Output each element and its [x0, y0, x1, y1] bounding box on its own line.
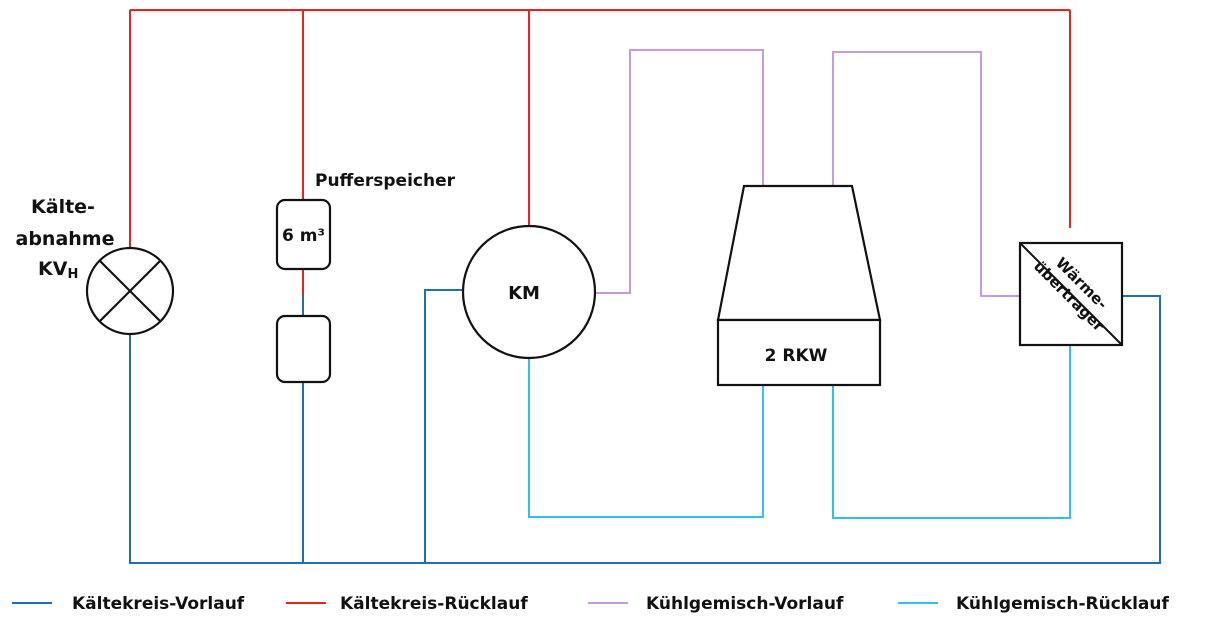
cooling-tower-top	[716, 184, 882, 322]
storage-title: Pufferspeicher	[315, 171, 456, 191]
storage-tank-lower	[275, 314, 332, 384]
consumer-label-line1: Kälte-	[31, 196, 95, 218]
consumer-label-subscript: H	[67, 267, 78, 282]
chiller-circle	[461, 224, 597, 360]
legend-label-kuehlgemisch-ruecklauf: Kühlgemisch-Rücklauf	[956, 594, 1169, 614]
kuehlgemisch-vorlauf-pipes	[596, 49, 1020, 297]
consumer-symbol	[85, 246, 175, 336]
consumer-label-line2: abnahme	[16, 228, 115, 250]
kuehlgemisch-ruecklauf-pipes	[528, 345, 1071, 519]
cyan-chiller-return	[528, 356, 764, 518]
purple-tower-to-exchanger	[832, 51, 1020, 297]
legend-label-kuehlgemisch-vorlauf: Kühlgemisch-Vorlauf	[646, 594, 844, 614]
purple-chiller-to-tower	[596, 49, 764, 294]
legend: Kältekreis-Vorlauf Kältekreis-Rücklauf K…	[12, 594, 1169, 614]
cyan-exchanger-return	[832, 345, 1071, 519]
legend-label-kaeltekreis-ruecklauf: Kältekreis-Rücklauf	[340, 594, 528, 614]
legend-label-kaeltekreis-vorlauf: Kältekreis-Vorlauf	[72, 594, 245, 614]
kaeltekreis-ruecklauf-pipes	[129, 9, 1071, 295]
storage-tank-upper	[275, 198, 332, 271]
consumer-label-kv: KV	[38, 258, 68, 280]
storage-volume: 6 m³	[282, 226, 325, 246]
consumer-label-line3: KVH	[38, 258, 78, 282]
kaeltekreis-vorlauf-pipes	[129, 289, 1161, 564]
blue-chiller-supply	[424, 289, 462, 563]
chiller-label: KM	[508, 283, 540, 304]
heat-exchanger-diagonal	[1019, 242, 1123, 346]
blue-bottom-header	[129, 295, 1161, 564]
cooling-tower-label: 2 RKW	[765, 346, 828, 366]
cooling-tower-basin	[716, 318, 882, 387]
